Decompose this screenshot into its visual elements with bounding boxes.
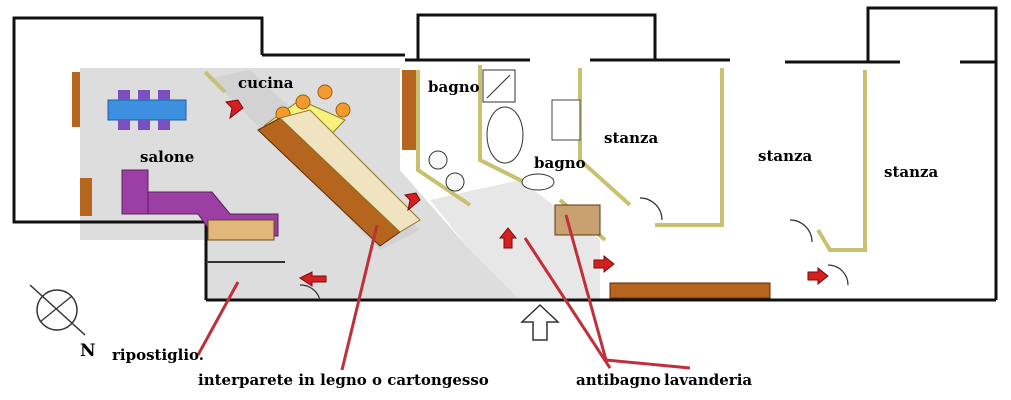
callout-labels: ripostiglio. interparete in legno o cart… (112, 346, 752, 389)
label-ripostiglio: ripostiglio. (112, 346, 204, 364)
partition-stanza2 (816, 70, 867, 252)
compass-needle (29, 284, 86, 336)
label-cucina: cucina (238, 74, 294, 92)
wall-bagno-top (416, 13, 657, 60)
callout-line-antibagno (523, 237, 612, 369)
callout-line-ripostiglio (196, 281, 240, 356)
compass-icon (36, 289, 78, 331)
label-bagno-2: bagno (534, 154, 586, 172)
outer-walls (12, 6, 998, 302)
label-stanza-1: stanza (604, 129, 659, 147)
entrance-arrow-icon (520, 303, 560, 341)
corridor-cabinet (609, 282, 771, 299)
salone-shelf-bottom (80, 178, 92, 216)
arrows (224, 99, 829, 287)
compass-cross (39, 295, 73, 323)
bagno1-bidet (445, 172, 465, 192)
partition-bagno-left (416, 70, 472, 207)
bagno1-cabinet (402, 70, 416, 150)
callout-line-interparete (340, 224, 379, 371)
door-stanza1 (639, 197, 663, 221)
arrow-up-antibagno (498, 227, 518, 249)
kitchen-stools (275, 84, 351, 122)
dining-table (107, 99, 187, 121)
partition-kitchen-door (203, 70, 227, 94)
label-salone: salone (140, 148, 194, 166)
salone-floor (80, 68, 520, 300)
door-stanza3 (827, 264, 849, 286)
salone-shelf-top (72, 72, 80, 127)
arrow-corridor-diag (403, 192, 421, 212)
arrow-right-stanza1 (593, 254, 615, 274)
room-labels: cucina salone bagno bagno stanza stanza … (140, 74, 939, 181)
wall-right-tower (866, 6, 998, 300)
callout-line-lavanderia-h (605, 358, 691, 370)
label-bagno-1: bagno (428, 78, 480, 96)
arrow-kitchen (224, 99, 244, 120)
furniture (72, 69, 771, 299)
door-ripostiglio (299, 284, 321, 301)
label-antibagno: antibagno (576, 371, 661, 389)
wall-salone-top (12, 16, 264, 224)
armchair (121, 169, 149, 215)
partition-bagno-mid (478, 65, 531, 187)
stanza1-desk (551, 99, 581, 141)
label-stanza-3: stanza (884, 163, 939, 181)
compass-north-label: N (80, 341, 96, 361)
shower-drain-line (486, 74, 511, 99)
bagno2-sink (521, 173, 555, 191)
bathtub (486, 106, 524, 164)
arrow-right-stanza3 (807, 266, 829, 286)
label-interparete: interparete in legno o cartongesso (198, 371, 489, 389)
lavanderia-unit (554, 204, 601, 236)
partition-stanza1-right (655, 68, 724, 227)
bench-lower (207, 219, 275, 241)
label-stanza-2: stanza (758, 147, 813, 165)
partition-stanza1 (578, 68, 632, 207)
callout-lines (196, 214, 691, 371)
dining-chairs (118, 90, 170, 130)
label-lavanderia: lavanderia (664, 371, 752, 389)
callout-line-lavanderia (564, 214, 608, 361)
kitchen-worktop (279, 109, 421, 233)
arrow-ripostiglio (299, 271, 327, 287)
compass: N (29, 284, 96, 361)
doors (299, 197, 849, 301)
bagno1-toilet (428, 150, 448, 170)
door-stanza2 (789, 219, 813, 243)
